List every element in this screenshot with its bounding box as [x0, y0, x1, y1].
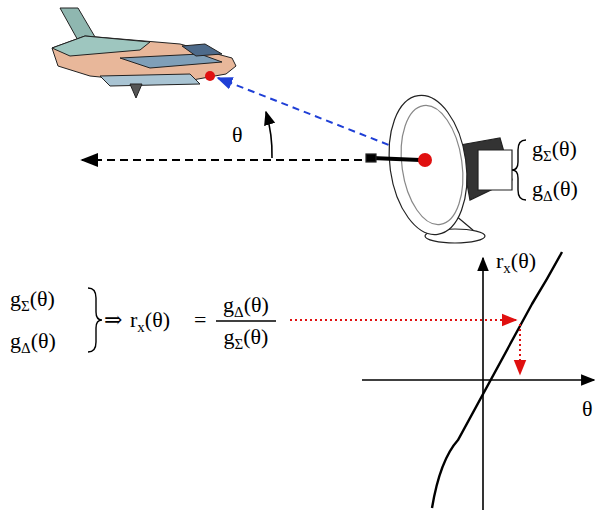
- pattern-label: gΔ(θ): [532, 178, 578, 200]
- brace: [512, 140, 526, 200]
- numerator-label: gΔ(θ): [223, 294, 269, 316]
- pattern-label: gΣ(θ): [10, 288, 55, 310]
- pattern-label: gΔ(θ): [10, 330, 56, 352]
- lookup-arrow: [519, 324, 521, 374]
- axis-label: θ: [582, 398, 593, 420]
- x-axis: [362, 379, 594, 381]
- feed-horn: [366, 154, 376, 162]
- implies-symbol: ⇒: [104, 309, 122, 331]
- angle-label: θ: [232, 124, 243, 146]
- target-point: [205, 71, 215, 81]
- axis-label: rx(θ): [496, 250, 536, 272]
- denominator-label: gΣ(θ): [224, 326, 269, 348]
- wing: [120, 54, 222, 68]
- phase-center: [418, 153, 432, 167]
- dish: [381, 90, 476, 239]
- ratio-label: rx(θ): [130, 309, 170, 331]
- wing-lower: [100, 74, 200, 86]
- fraction-bar: [216, 320, 276, 321]
- dish-rim: [394, 101, 470, 228]
- brace: [88, 288, 102, 352]
- angle-arc: [266, 112, 272, 158]
- landing-gear: [130, 84, 142, 98]
- equals-sign: =: [194, 309, 206, 331]
- boresight-axis: [82, 159, 375, 161]
- mount-panel: [478, 150, 512, 190]
- mount: [460, 138, 512, 200]
- canopy: [182, 44, 222, 56]
- ratio-curve: [432, 252, 562, 508]
- radar-antenna: [366, 90, 512, 243]
- camouflage: [52, 36, 150, 56]
- feed-strut: [372, 158, 420, 160]
- y-axis: [482, 258, 484, 510]
- aircraft: [52, 8, 236, 98]
- pattern-label: gΣ(θ): [532, 138, 577, 160]
- lookup-arrow: [290, 319, 516, 321]
